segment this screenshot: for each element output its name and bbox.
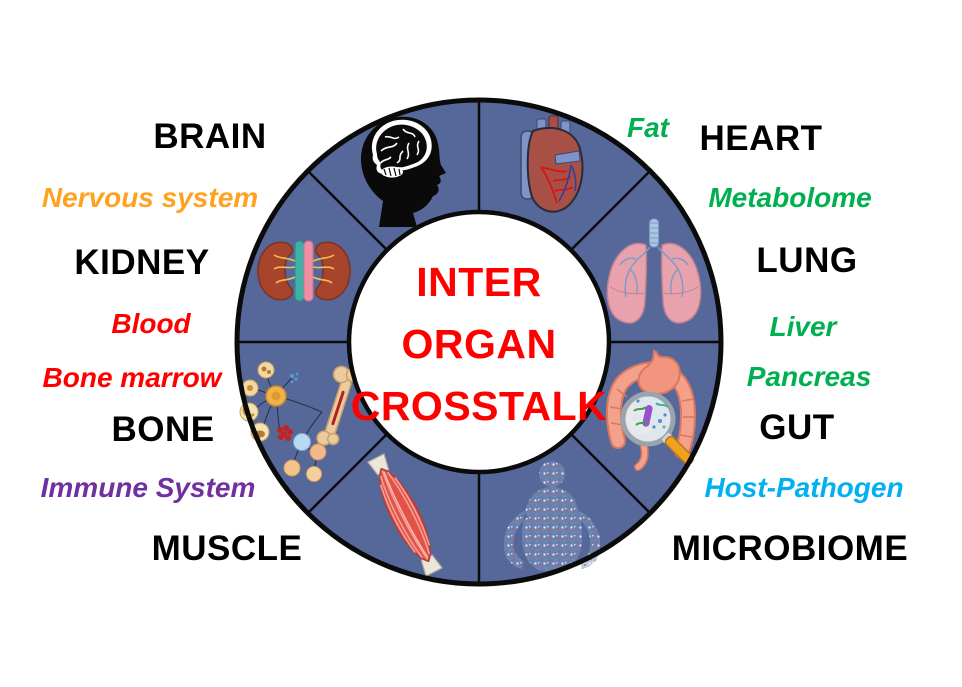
kidneys-icon	[257, 240, 351, 302]
center-title: INTER ORGAN CROSSTALK	[351, 251, 608, 437]
label-kidney: KIDNEY	[74, 243, 210, 282]
lungs-icon	[606, 218, 702, 324]
label-blood: Blood	[111, 308, 191, 339]
label-microbiome: MICROBIOME	[671, 529, 909, 568]
label-brain: BRAIN	[153, 117, 267, 156]
label-fat: Fat	[627, 112, 669, 143]
label-metabolome: Metabolome	[708, 182, 872, 213]
label-heart: HEART	[699, 119, 823, 158]
title-line-1: INTER	[416, 259, 542, 305]
outer-circle-outline	[234, 97, 724, 587]
title-line-3: CROSSTALK	[350, 383, 608, 429]
label-bone: BONE	[111, 410, 215, 449]
label-lung: LUNG	[756, 241, 858, 280]
organ-wheel	[234, 97, 724, 587]
heart-icon	[520, 115, 584, 213]
center-circle	[346, 209, 612, 475]
label-host-pathogen: Host-Pathogen	[704, 472, 904, 503]
label-liver: Liver	[769, 311, 837, 342]
label-bone-marrow: Bone marrow	[42, 362, 222, 393]
label-gut: GUT	[759, 408, 835, 447]
segment-dividers	[237, 100, 721, 584]
label-nervous-system: Nervous system	[41, 182, 259, 213]
bone-hematopoiesis-icon	[239, 361, 361, 482]
label-immune-system: Immune System	[40, 472, 256, 503]
label-pancreas: Pancreas	[746, 361, 872, 392]
brain-icon	[361, 116, 446, 227]
label-muscle: MUSCLE	[151, 529, 303, 568]
gut-magnifier-icon	[605, 349, 697, 471]
muscle-icon	[367, 453, 443, 577]
title-line-2: ORGAN	[401, 321, 557, 367]
